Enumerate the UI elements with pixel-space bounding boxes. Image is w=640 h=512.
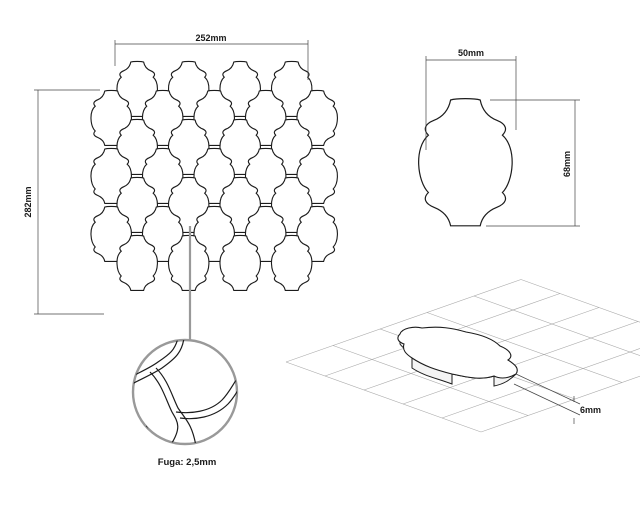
mosaic-sheet [90,60,338,291]
grid-line [473,295,640,356]
grid-line [426,312,623,383]
joint-caption: Fuga: 2,5mm [158,457,217,468]
grid-line [480,375,640,433]
sheet-width-label: 252mm [195,33,226,43]
tile-width-label: 50mm [458,48,484,58]
tile-width-dimension: 50mm [425,48,517,150]
thickness-dimension: 6mm [513,373,601,424]
perspective-tile [397,326,518,387]
tile-height-dimension: 68mm [486,99,580,227]
thickness-label: 6mm [580,405,601,415]
grid-line [285,361,482,433]
sheet-height-label: 282mm [23,186,33,217]
sheet-width-dimension: 252mm [114,33,309,80]
perspective-grid [285,279,640,433]
single-tile [417,97,514,227]
joint-detail-circle [131,338,239,446]
grid-line [332,345,529,416]
grid-line [402,321,639,405]
grid-line [441,348,640,419]
sheet-height-dimension: 282mm [23,89,104,315]
tile-height-label: 68mm [562,151,572,177]
grid-line [520,279,640,323]
grid-line [285,279,522,363]
